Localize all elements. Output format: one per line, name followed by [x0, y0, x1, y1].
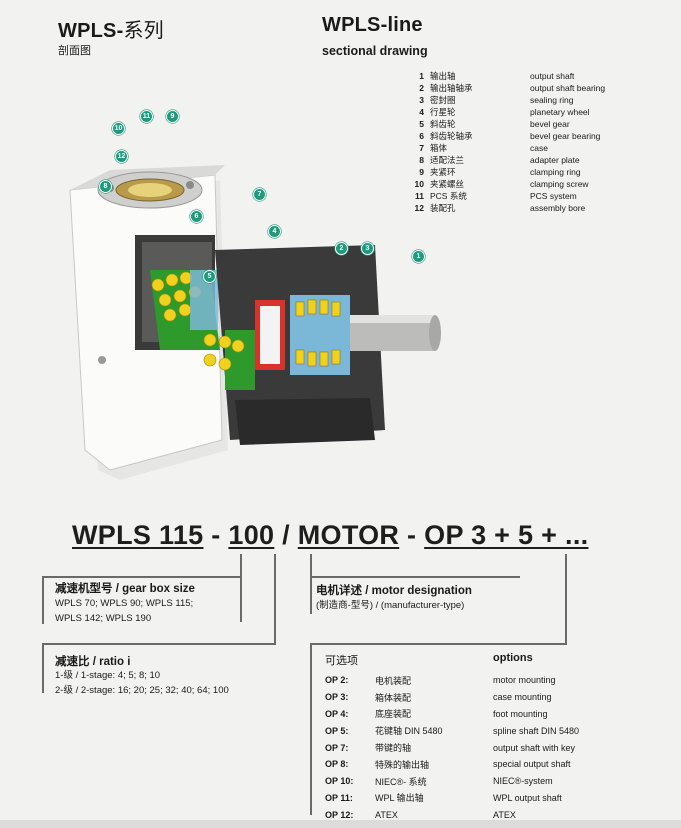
gearbox-size-line: WPLS 142; WPLS 190 — [55, 613, 152, 624]
callout-marker: 12 — [115, 150, 128, 163]
code-sep: - — [399, 520, 425, 550]
callout-marker: 4 — [268, 225, 281, 238]
code-options: OP 3 + 5 + ... — [424, 520, 589, 550]
callout-marker: 3 — [361, 242, 374, 255]
code-sep: - — [203, 520, 229, 550]
ratio-line: 1-级 / 1-stage: 4; 5; 8; 10 — [55, 670, 161, 681]
connector-line — [310, 643, 312, 815]
connector-line — [42, 643, 276, 645]
callout-marker: 7 — [253, 188, 266, 201]
callout-marker: 8 — [99, 180, 112, 193]
callout-marker: 10 — [112, 122, 125, 135]
series-title: WPLS-系列 — [58, 20, 164, 42]
page-footer-band — [0, 820, 681, 828]
callout-marker: 11 — [140, 110, 153, 123]
ratio-text: 1-级 / 1-stage: 4; 5; 8; 10 2-级 / 2-stage… — [55, 668, 229, 698]
connector-line — [310, 643, 567, 645]
connector-line — [42, 643, 44, 693]
ratio-line: 2-级 / 2-stage: 16; 20; 25; 32; 40; 64; 1… — [55, 685, 229, 696]
code-gearbox-size: WPLS 115 — [72, 520, 204, 550]
gearbox-section-drawing — [69, 165, 441, 480]
ratio-heading: 减速比 / ratio i — [55, 656, 131, 668]
code-ratio: 100 — [228, 520, 275, 550]
connector-line — [42, 576, 44, 624]
motor-heading: 电机详述 / motor designation — [316, 585, 472, 597]
line-subtitle: sectional drawing — [322, 44, 428, 58]
callout-marker: 1 — [412, 250, 425, 263]
line-title: WPLS-line — [322, 14, 423, 36]
type-code: WPLS 115 - 100 / MOTOR - OP 3 + 5 + ... — [72, 520, 588, 551]
code-motor: MOTOR — [297, 520, 400, 550]
gearbox-size-line: WPLS 70; WPLS 90; WPLS 115; — [55, 598, 194, 609]
series-subtitle: 剖面图 — [58, 45, 91, 57]
connector-line — [42, 576, 242, 578]
callout-marker: 6 — [190, 210, 203, 223]
motor-text: (制造商-型号) / (manufacturer-type) — [316, 600, 465, 611]
gearbox-size-text: WPLS 70; WPLS 90; WPLS 115; WPLS 142; WP… — [55, 596, 193, 626]
options-heading: 可选项 options — [325, 652, 533, 667]
connector-line — [310, 554, 312, 614]
gearbox-size-heading: 减速机型号 / gear box size — [55, 583, 195, 595]
connector-line — [310, 576, 520, 578]
connector-line — [274, 554, 276, 644]
connector-line — [565, 554, 567, 644]
callout-marker: 9 — [166, 110, 179, 123]
code-sep: / — [274, 520, 298, 550]
callout-marker: 2 — [335, 242, 348, 255]
callout-marker: 5 — [203, 270, 216, 283]
connector-line — [240, 554, 242, 622]
